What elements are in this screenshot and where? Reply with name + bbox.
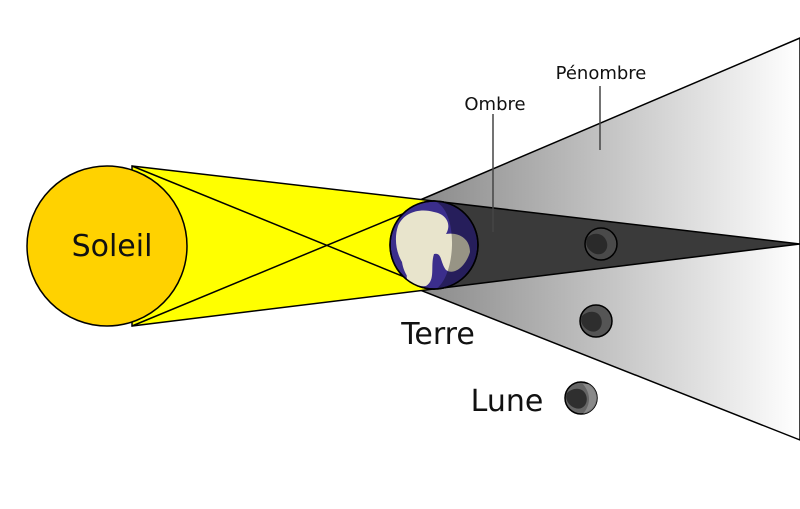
ray-cross-2 [131,200,435,327]
moon-label: Lune [471,384,544,419]
umbra-label: Ombre [464,94,525,115]
sun [26,165,188,327]
earth-label: Terre [400,317,475,352]
moon-outside-shadow [564,381,598,415]
earth [389,200,479,290]
moon-in-umbra [584,227,618,261]
moon-in-penumbra [579,304,613,338]
ray-cross-1 [131,165,435,290]
penumbra-label: Pénombre [556,63,647,84]
sun-label: Soleil [72,229,153,264]
